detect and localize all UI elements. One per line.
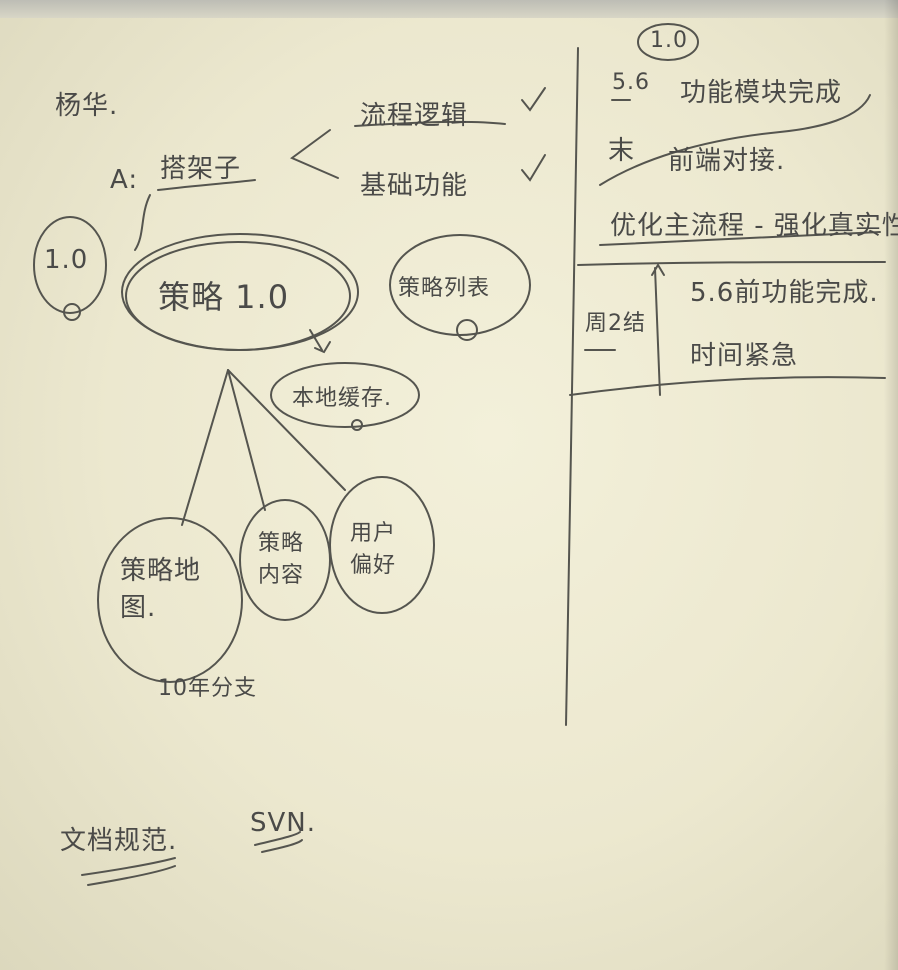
text-weekday: 末	[608, 136, 636, 166]
text-version-right: 1.0	[650, 28, 688, 53]
underline-docs-2	[87, 865, 176, 886]
text-week-label: 周2结	[585, 311, 646, 336]
arrow-to-cache	[309, 329, 331, 354]
arrow-up	[651, 263, 665, 276]
desk-edge	[0, 0, 898, 18]
title-text: 杨华.	[55, 91, 119, 121]
branch-3	[227, 369, 346, 491]
text-right-line1: 功能模块完成	[680, 78, 843, 108]
page-shadow	[884, 0, 898, 970]
circle-strategy-map	[97, 517, 243, 683]
circle-local-cache	[270, 362, 420, 428]
circle-version-left	[33, 216, 107, 314]
underline-svn-2	[261, 839, 303, 853]
squiggle	[134, 194, 151, 251]
check-mark-1	[521, 87, 546, 112]
text-map-note: 10年分支	[158, 676, 257, 701]
check-mark-2	[521, 154, 546, 182]
table-divider	[654, 267, 661, 396]
text-user-prefs: 用户偏好	[350, 521, 397, 578]
text-local-cache: 本地缓存.	[292, 386, 392, 411]
dot-left	[63, 303, 81, 321]
text-bottom-docs: 文档规范.	[60, 826, 178, 856]
branch-1	[181, 369, 229, 526]
text-bottom-svn: SVN.	[250, 808, 317, 838]
circle-version-right	[637, 23, 699, 61]
text-branch-bottom: 基础功能	[360, 171, 469, 201]
label-a: A:	[110, 165, 139, 195]
circle-strategy-content	[239, 499, 331, 621]
circle-strategy-list	[389, 234, 531, 336]
text-version-left: 1.0	[44, 245, 89, 275]
page-divider-line	[565, 47, 579, 726]
branch-bracket	[290, 129, 339, 179]
text-strategy-list: 策略列表	[398, 276, 491, 301]
curve-right	[599, 94, 871, 186]
text-strategy-node: 策略 1.0	[158, 278, 290, 316]
branch-2	[227, 369, 266, 511]
text-date-left: 5.6	[612, 70, 650, 95]
underline-architecture	[157, 179, 256, 191]
dot-cache	[351, 419, 363, 431]
table-line-top	[577, 261, 886, 266]
text-architecture: 搭架子	[160, 154, 242, 184]
table-line-bottom	[569, 376, 886, 396]
underline-right	[599, 231, 881, 246]
text-right-line5: 时间紧急	[690, 341, 799, 371]
underline-top	[354, 120, 506, 127]
text-right-line2: 前端对接.	[668, 146, 786, 176]
underline-docs-1	[81, 857, 176, 876]
text-strategy-map: 策略地图.	[120, 556, 202, 623]
text-strategy-content: 策略内容	[258, 531, 305, 588]
text-branch-top: 流程逻辑	[360, 101, 469, 131]
text-right-line4: 5.6前功能完成.	[690, 278, 879, 308]
text-right-line3: 优化主流程 - 强化真实性	[610, 211, 898, 241]
underline-svn-1	[254, 831, 301, 846]
circle-user-prefs	[329, 476, 435, 614]
circle-strategy-2	[125, 241, 351, 351]
dot-list	[456, 319, 478, 341]
